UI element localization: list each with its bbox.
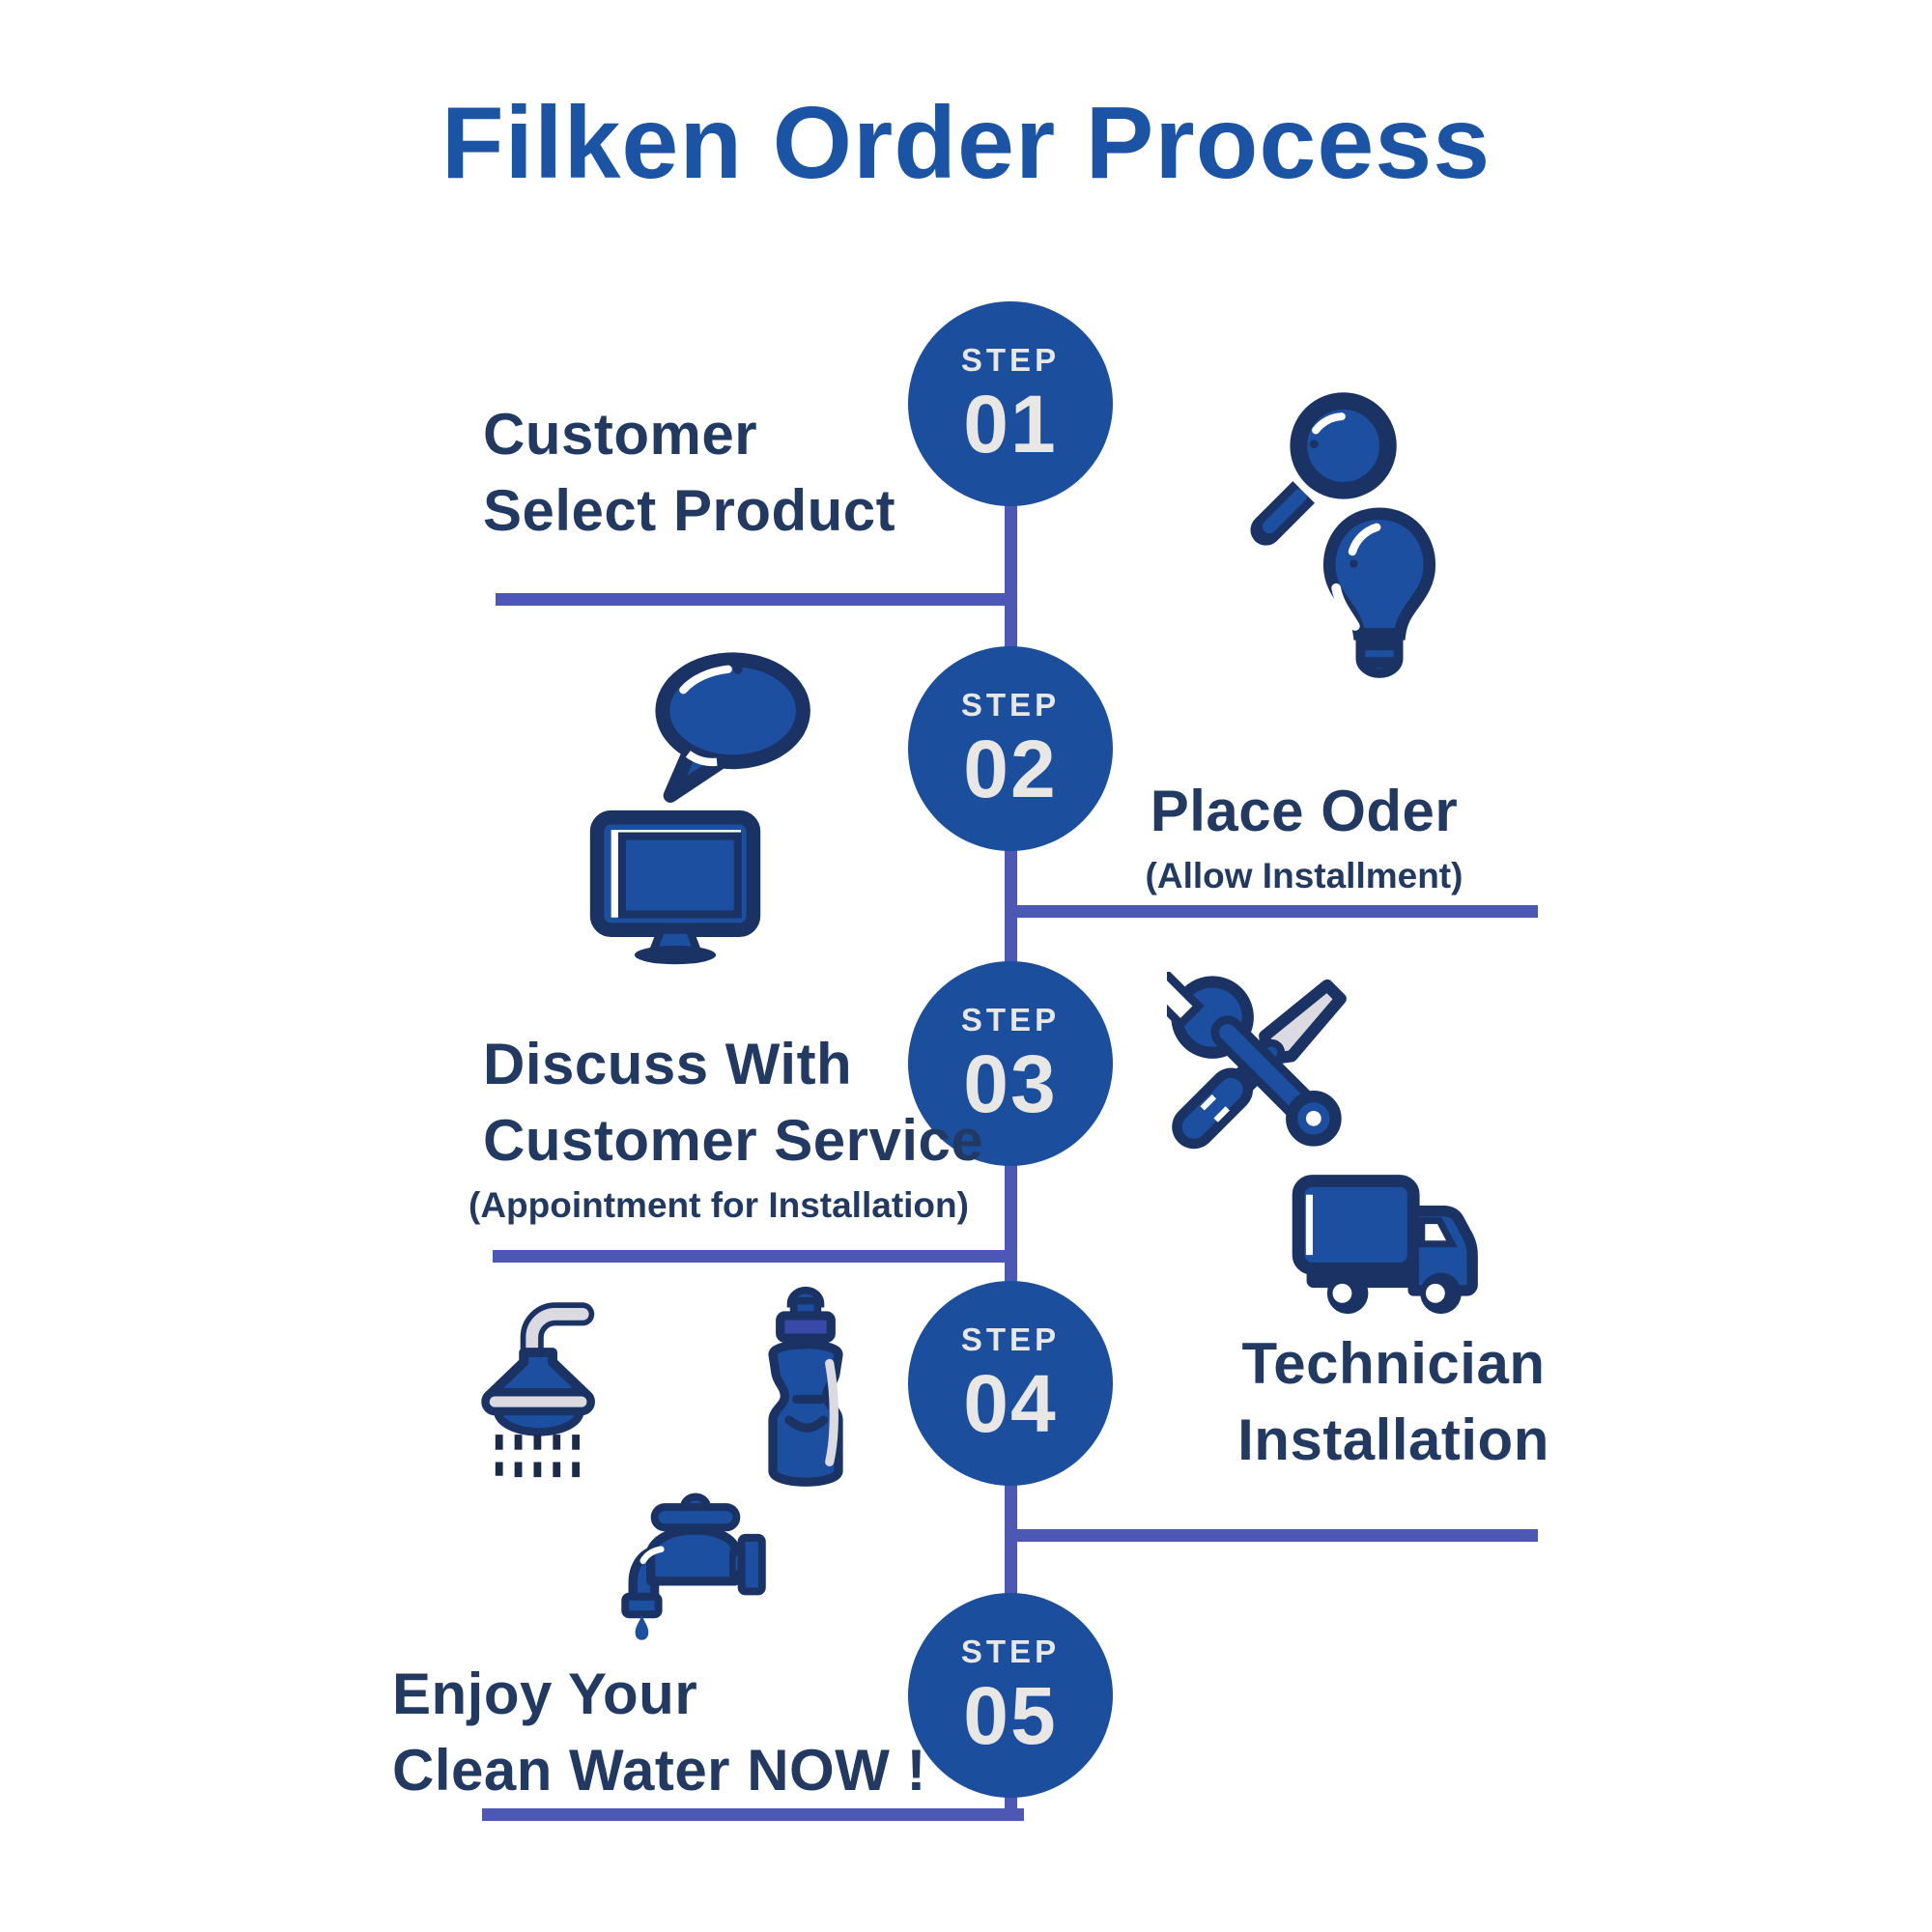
step3-text: Discuss With Customer Service (Appointme… [469, 1026, 983, 1229]
magnifier-icon [1250, 392, 1397, 546]
step4-underline [1009, 1529, 1538, 1542]
step4-badge-circle: STEP 04 [908, 1281, 1113, 1486]
step1-badge-label: STEP [960, 341, 1061, 378]
step1-line2: Select Product [483, 478, 896, 543]
step5-number: 05 [963, 1669, 1058, 1761]
step3-number: 03 [963, 1037, 1058, 1129]
step3-badge-circle: STEP 03 [908, 961, 1113, 1166]
page-title: Filken Order Process [440, 86, 1492, 200]
water-bottle-icon [768, 1286, 843, 1487]
step2-text: Place Oder (Allow Installment) [1111, 773, 1497, 899]
monitor-icon [589, 810, 761, 965]
faucet-icon [621, 1492, 766, 1640]
step2-number: 02 [963, 723, 1058, 814]
tools-icon [1167, 972, 1347, 1150]
step1-underline [496, 593, 1017, 606]
step5-badge-label: STEP [960, 1633, 1061, 1669]
step1-line1: Customer [483, 402, 758, 467]
step1-number: 01 [963, 378, 1058, 469]
step4-line1: Technician [1241, 1331, 1546, 1396]
step5-badge-circle: STEP 05 [908, 1593, 1113, 1798]
step3-underline [493, 1250, 1017, 1263]
step2-badge-label: STEP [960, 686, 1061, 723]
step3-line1: Discuss With [483, 1032, 853, 1096]
step5-text: Enjoy Your Clean Water NOW ! [392, 1656, 926, 1808]
step4-text: Technician Installation [1203, 1325, 1584, 1478]
speech-bubble-icon [655, 652, 810, 803]
step3-badge-label: STEP [960, 1001, 1061, 1037]
step3-note: (Appointment for Installation) [469, 1185, 969, 1225]
step4-badge-label: STEP [960, 1321, 1061, 1357]
step5-line2: Clean Water NOW ! [392, 1738, 926, 1803]
step4-number: 04 [963, 1357, 1058, 1449]
lightbulb-icon [1322, 507, 1436, 678]
shower-head-icon [481, 1302, 595, 1490]
step2-underline [1009, 905, 1538, 918]
step1-text: Customer Select Product [483, 396, 895, 549]
step2-badge-circle: STEP 02 [908, 646, 1113, 851]
step2-note: (Allow Installment) [1145, 856, 1463, 895]
step5-line1: Enjoy Your [392, 1662, 698, 1726]
step4-line2: Installation [1237, 1407, 1549, 1472]
step2-line1: Place Oder [1150, 779, 1459, 843]
step5-underline [482, 1808, 1024, 1821]
step1-badge-circle: STEP 01 [908, 301, 1113, 506]
step3-line2: Customer Service [483, 1108, 984, 1173]
delivery-truck-icon [1292, 1175, 1478, 1315]
